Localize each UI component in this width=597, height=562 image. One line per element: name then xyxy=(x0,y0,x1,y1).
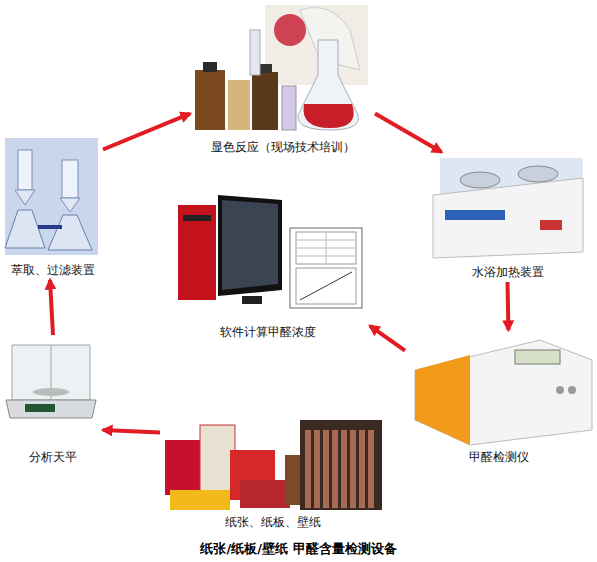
figure-node: 分析天平 xyxy=(3,335,103,467)
figure-node: 水浴加热装置 xyxy=(425,152,590,282)
water-bath-illustration xyxy=(433,158,583,258)
figure-node: 软件计算甲醛浓度 xyxy=(165,180,370,342)
caption-text: 甲醛检测仪 xyxy=(467,450,531,465)
figure-node: 纸张、纸板、壁纸 xyxy=(160,415,385,532)
meter-illustration xyxy=(415,340,592,445)
chemistry-illustration xyxy=(195,5,368,130)
flow-arrow xyxy=(103,430,160,433)
caption-text: 软件计算甲醛浓度 xyxy=(218,325,318,340)
flow-arrow xyxy=(103,114,190,150)
diagram-title: 纸张/纸板/壁纸 甲醛含量检测设备 xyxy=(0,540,597,558)
paper-products-illustration xyxy=(165,420,382,510)
flow-arrow xyxy=(506,282,511,330)
figure-node: 萃取、过滤装置 xyxy=(3,135,103,280)
caption-text: 萃取、过滤装置 xyxy=(9,263,97,278)
flow-arrow xyxy=(50,280,53,335)
flow-arrow xyxy=(370,326,405,351)
filtration-illustration xyxy=(5,138,98,255)
caption-text: 分析天平 xyxy=(27,450,79,465)
figure-node: 甲醛检测仪 xyxy=(405,330,593,467)
caption-text: 显色反应（现场技术培训） xyxy=(209,140,357,155)
caption-text: 水浴加热装置 xyxy=(470,265,546,280)
caption-text: 纸张、纸板、壁纸 xyxy=(223,515,323,530)
computer-illustration xyxy=(178,195,362,308)
figure-node: 显色反应（现场技术培训） xyxy=(190,2,375,157)
flow-arrow xyxy=(375,114,442,152)
balance-illustration xyxy=(6,345,96,418)
